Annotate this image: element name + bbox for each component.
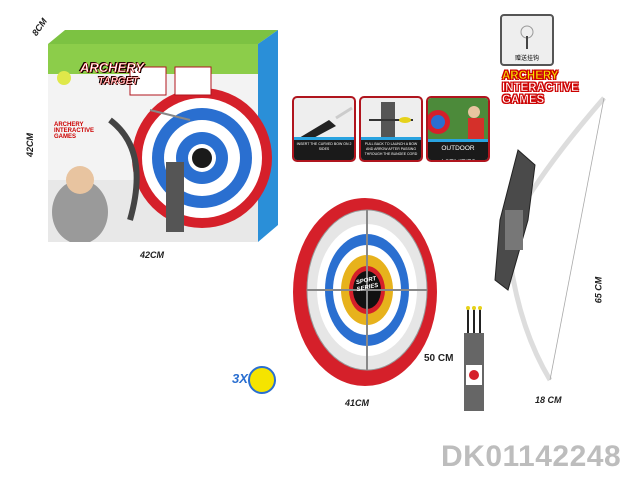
arrows-length-label: 50 CM (424, 353, 454, 364)
outdoor-photo (428, 98, 488, 142)
badge-text: 3X (232, 371, 248, 386)
badge-graphic (248, 366, 276, 394)
target-diameter-label: 41CM (345, 398, 370, 408)
arrow-quiver (464, 306, 484, 411)
box-side-text: ARCHERY INTERACTIVE GAMES (54, 122, 95, 140)
feature-tile-pull-back: PULL BACK TO LAUNCH A BOW AND ARROW AFTE… (359, 96, 423, 162)
package-box: ARCHERY TARGET ARCHERY INTERACTIVE GAMES (40, 30, 278, 244)
hook-package: 赠送挂钩 (500, 14, 554, 66)
bow (494, 96, 606, 382)
bow-height-label: 65 CM (593, 276, 604, 304)
hook-icon (520, 25, 534, 49)
box-width-label: 42CM (140, 250, 165, 260)
bow-limb-image (299, 106, 353, 142)
hook-caption: 赠送挂钩 (514, 56, 539, 62)
feature-tile-insert-bow: INSERT THE CURVED BOW ON 2 SIDES (292, 96, 356, 162)
feature-tile-caption: PULL BACK TO LAUNCH A BOW AND ARROW AFTE… (361, 137, 421, 160)
feature-tile-caption: INSERT THE CURVED BOW ON 2 SIDES (294, 137, 354, 160)
box-title-line2: TARGET (98, 76, 139, 87)
box-height-label: 42CM (25, 132, 36, 158)
headline-line2: INTERACTIVE (502, 82, 579, 94)
three-arrows-badge: 3X (232, 365, 282, 395)
bow-width-label: 18 CM (535, 395, 562, 405)
feature-tile-outdoor: OUTDOOR ACTIVITIES (426, 96, 490, 162)
box-title-line1: ARCHERY (80, 60, 145, 75)
target-board (293, 198, 437, 386)
box-illustration (48, 30, 278, 244)
product-code: DK01142248 (441, 440, 622, 473)
feature-tile-caption: OUTDOOR ACTIVITIES (428, 139, 488, 160)
bow-arrow-image (369, 102, 413, 142)
headline-line3: GAMES (502, 94, 545, 106)
headline: ARCHERY INTERACTIVE GAMES (502, 70, 579, 106)
headline-line1: ARCHERY (502, 70, 559, 82)
